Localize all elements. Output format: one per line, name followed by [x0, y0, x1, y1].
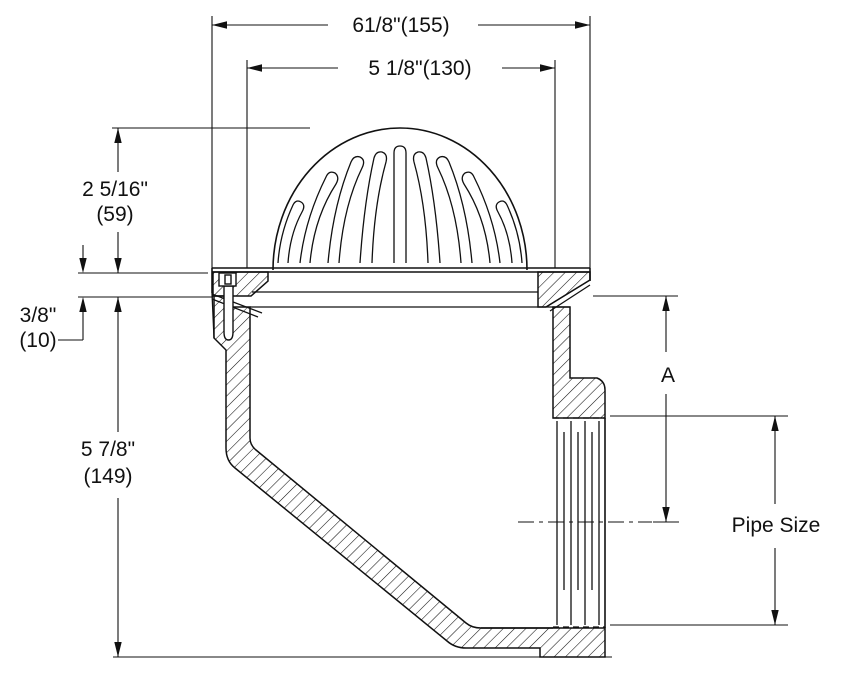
dim-label-overall-width: 61/8"(155) [352, 14, 449, 37]
dim-outlet-center-A: A [653, 296, 679, 523]
arrow-up [114, 128, 122, 143]
dome-slot [327, 155, 365, 264]
arrow-up [662, 296, 670, 311]
arrow-down [114, 258, 122, 273]
dome-slots [277, 145, 523, 264]
dome-strainer [272, 127, 528, 271]
dim-label-dome-height-1: 2 5/16" [82, 178, 148, 201]
dome-slot [412, 151, 441, 264]
dome-slot [435, 155, 473, 264]
arrow-right [575, 21, 590, 29]
dim-label-strainer-width: 5 1/8"(130) [368, 57, 471, 80]
bolt-head-slot [224, 274, 232, 285]
dim-label-A: A [661, 364, 675, 387]
dim-overall-width: 61/8"(155) [212, 14, 590, 37]
clamp-bolt [218, 272, 237, 341]
dim-dome-height: 2 5/16" (59) [82, 128, 148, 273]
dome-slot [495, 200, 523, 264]
dome-slot [393, 145, 407, 263]
dim-label-body-height-1: 5 7/8" [81, 438, 135, 461]
bowl-wall-section [213, 295, 606, 658]
dim-label-flashing-2: (10) [19, 329, 56, 352]
dim-label-dome-height-2: (59) [96, 203, 133, 226]
flange-bevel-left-2 [211, 298, 259, 318]
arrow-right [540, 64, 555, 72]
outlet-hub-section [552, 306, 606, 419]
arrow-left [212, 21, 227, 29]
arrow-down [771, 610, 779, 625]
dim-label-pipe-size: Pipe Size [732, 514, 821, 537]
flange-bevel-right [545, 279, 591, 308]
flange-assembly [211, 267, 591, 341]
dim-strainer-width: 5 1/8"(130) [247, 57, 555, 80]
dim-label-flashing-1: 3/8" [20, 304, 57, 327]
dim-pipe-size: Pipe Size [732, 416, 821, 625]
dome-slot [299, 171, 339, 264]
flange-bevel-left [211, 293, 263, 314]
arrow-up [79, 297, 87, 312]
dim-flashing-offset: 3/8" (10) [19, 245, 87, 352]
dim-label-body-height-2: (149) [83, 465, 132, 488]
arrow-down [114, 642, 122, 657]
arrow-down [662, 507, 670, 522]
arrow-up [114, 297, 122, 312]
arrow-down [79, 258, 87, 273]
outlet-threads [553, 417, 605, 628]
dome-slot [277, 200, 305, 264]
dome-slot [461, 171, 501, 264]
dome-outline [272, 127, 528, 271]
flange-left-taper [211, 292, 215, 339]
bolt-shank [223, 285, 234, 341]
dim-body-height: 5 7/8" (149) [81, 297, 135, 657]
extension-lines [78, 16, 788, 658]
arrow-up [771, 416, 779, 431]
arrow-left [247, 64, 262, 72]
dome-slot [359, 151, 388, 264]
drain-body [211, 127, 652, 658]
